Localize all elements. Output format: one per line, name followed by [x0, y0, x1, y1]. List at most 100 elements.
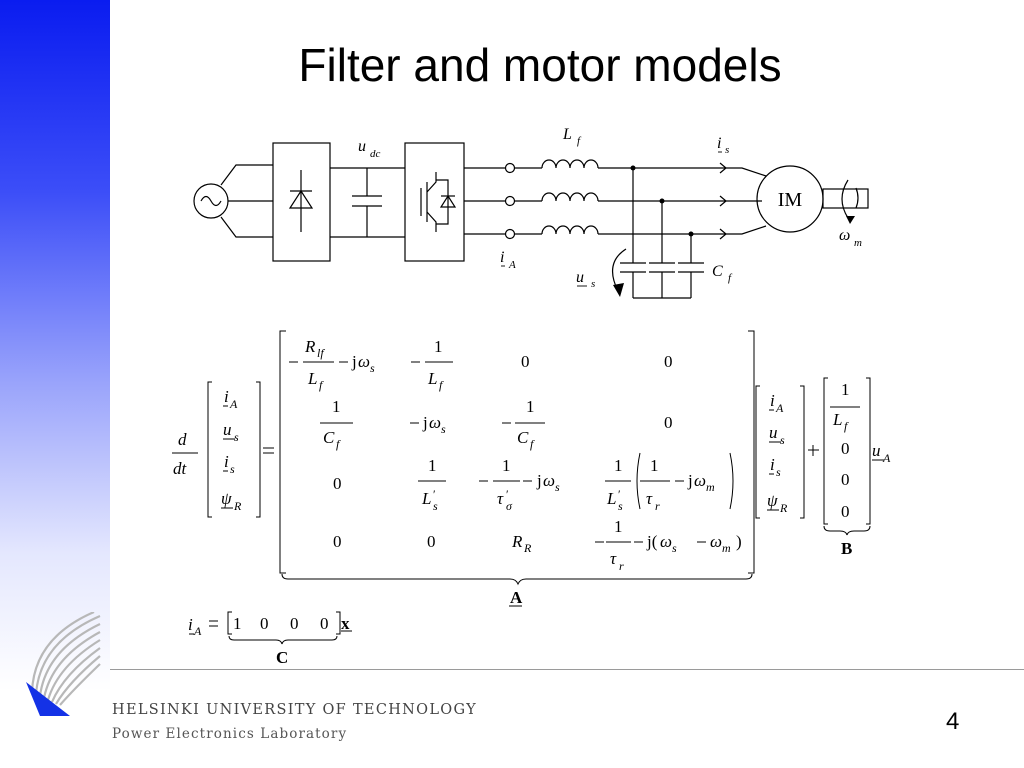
slide-title: Filter and motor models: [298, 39, 782, 91]
label-is-sub: s: [725, 144, 729, 156]
svg-text:L: L: [832, 410, 842, 429]
svg-text:ω: ω: [358, 352, 370, 371]
label-iA: i: [500, 249, 504, 266]
svg-text:s: s: [234, 430, 239, 444]
svg-text:): ): [736, 532, 742, 551]
svg-text:0: 0: [290, 614, 299, 633]
svg-text:1: 1: [434, 337, 443, 356]
svg-text:m: m: [722, 541, 731, 555]
svg-text:′: ′: [618, 487, 621, 501]
svg-text:τ: τ: [646, 489, 653, 508]
svg-text:R: R: [523, 541, 532, 555]
svg-text:′: ′: [506, 487, 509, 501]
svg-text:1: 1: [332, 397, 341, 416]
svg-text:ω: ω: [543, 471, 555, 490]
label-Lf-sub: f: [577, 135, 582, 147]
svg-text:1: 1: [614, 456, 623, 475]
label-omega-sub: m: [854, 237, 862, 249]
svg-text:1: 1: [526, 397, 535, 416]
svg-text:ω: ω: [694, 471, 706, 490]
svg-text:σ: σ: [506, 499, 513, 513]
svg-text:R: R: [304, 337, 316, 356]
svg-text:R: R: [511, 532, 523, 551]
svg-text:R: R: [779, 501, 788, 515]
label-Lf: L: [562, 126, 572, 143]
svg-text:C: C: [517, 428, 529, 447]
svg-text:f: f: [844, 419, 849, 433]
svg-text:s: s: [433, 499, 438, 513]
svg-text:A: A: [882, 451, 891, 465]
svg-text:′: ′: [433, 487, 436, 501]
svg-text:1: 1: [502, 456, 511, 475]
matrix-A-label: A: [510, 588, 523, 607]
svg-text:0: 0: [841, 439, 850, 458]
svg-text:τ: τ: [610, 549, 617, 568]
motor-shaft: [822, 188, 869, 209]
svg-text:dt: dt: [173, 459, 188, 478]
label-iA-sub: A: [508, 259, 516, 271]
svg-text:0: 0: [333, 474, 342, 493]
page-number: 4: [946, 708, 960, 735]
svg-text:1: 1: [614, 517, 623, 536]
svg-text:ψ: ψ: [221, 489, 232, 508]
state-vector-x: x: [341, 614, 350, 633]
svg-text:1: 1: [650, 456, 659, 475]
svg-text:u: u: [223, 420, 232, 439]
svg-text:j: j: [536, 471, 542, 490]
svg-text:0: 0: [320, 614, 329, 633]
label-us: u: [576, 269, 584, 286]
svg-text:0: 0: [521, 352, 530, 371]
svg-text:A: A: [775, 401, 784, 415]
footer-institution: HELSINKI UNIVERSITY OF TECHNOLOGY: [112, 702, 477, 718]
label-udc: u: [358, 138, 366, 155]
svg-text:0: 0: [841, 502, 850, 521]
svg-text:d: d: [178, 430, 187, 449]
matrix-C-label: C: [276, 648, 288, 667]
svg-text:s: s: [555, 480, 560, 494]
svg-text:i: i: [224, 387, 229, 406]
svg-text:s: s: [441, 422, 446, 436]
svg-text:ω: ω: [710, 532, 722, 551]
svg-text:0: 0: [427, 532, 436, 551]
svg-text:s: s: [776, 465, 781, 479]
svg-text:ω: ω: [429, 413, 441, 432]
svg-text:0: 0: [664, 352, 673, 371]
svg-text:s: s: [618, 499, 623, 513]
svg-text:lf: lf: [317, 346, 325, 360]
svg-text:L: L: [427, 369, 437, 388]
label-Cf-sub: f: [728, 272, 733, 284]
svg-text:r: r: [619, 559, 624, 573]
svg-text:ψ: ψ: [767, 491, 778, 510]
university-logo: [26, 612, 101, 716]
svg-text:1: 1: [841, 380, 850, 399]
footer-laboratory: Power Electronics Laboratory: [112, 726, 348, 742]
svg-text:u: u: [769, 423, 778, 442]
svg-text:C: C: [323, 428, 335, 447]
svg-text:1: 1: [428, 456, 437, 475]
svg-text:s: s: [780, 433, 785, 447]
svg-text:0: 0: [260, 614, 269, 633]
svg-text:f: f: [319, 378, 324, 392]
svg-text:i: i: [188, 615, 193, 634]
svg-text:s: s: [672, 541, 677, 555]
svg-text:i: i: [770, 391, 775, 410]
footer-divider: [110, 669, 1024, 670]
svg-text:s: s: [230, 462, 235, 476]
svg-text:j: j: [422, 413, 428, 432]
svg-text:s: s: [370, 361, 375, 375]
label-Cf: C: [712, 263, 723, 280]
svg-text:ω: ω: [660, 532, 672, 551]
svg-text:R: R: [233, 499, 242, 513]
svg-text:j: j: [687, 471, 693, 490]
motor-label: IM: [778, 189, 803, 211]
rectifier-block: [272, 142, 331, 262]
svg-text:u: u: [872, 441, 881, 460]
sidebar-gradient: [0, 0, 110, 768]
svg-text:L: L: [307, 369, 317, 388]
svg-text:f: f: [439, 378, 444, 392]
svg-text:0: 0: [333, 532, 342, 551]
svg-text:m: m: [706, 480, 715, 494]
svg-text:0: 0: [664, 413, 673, 432]
